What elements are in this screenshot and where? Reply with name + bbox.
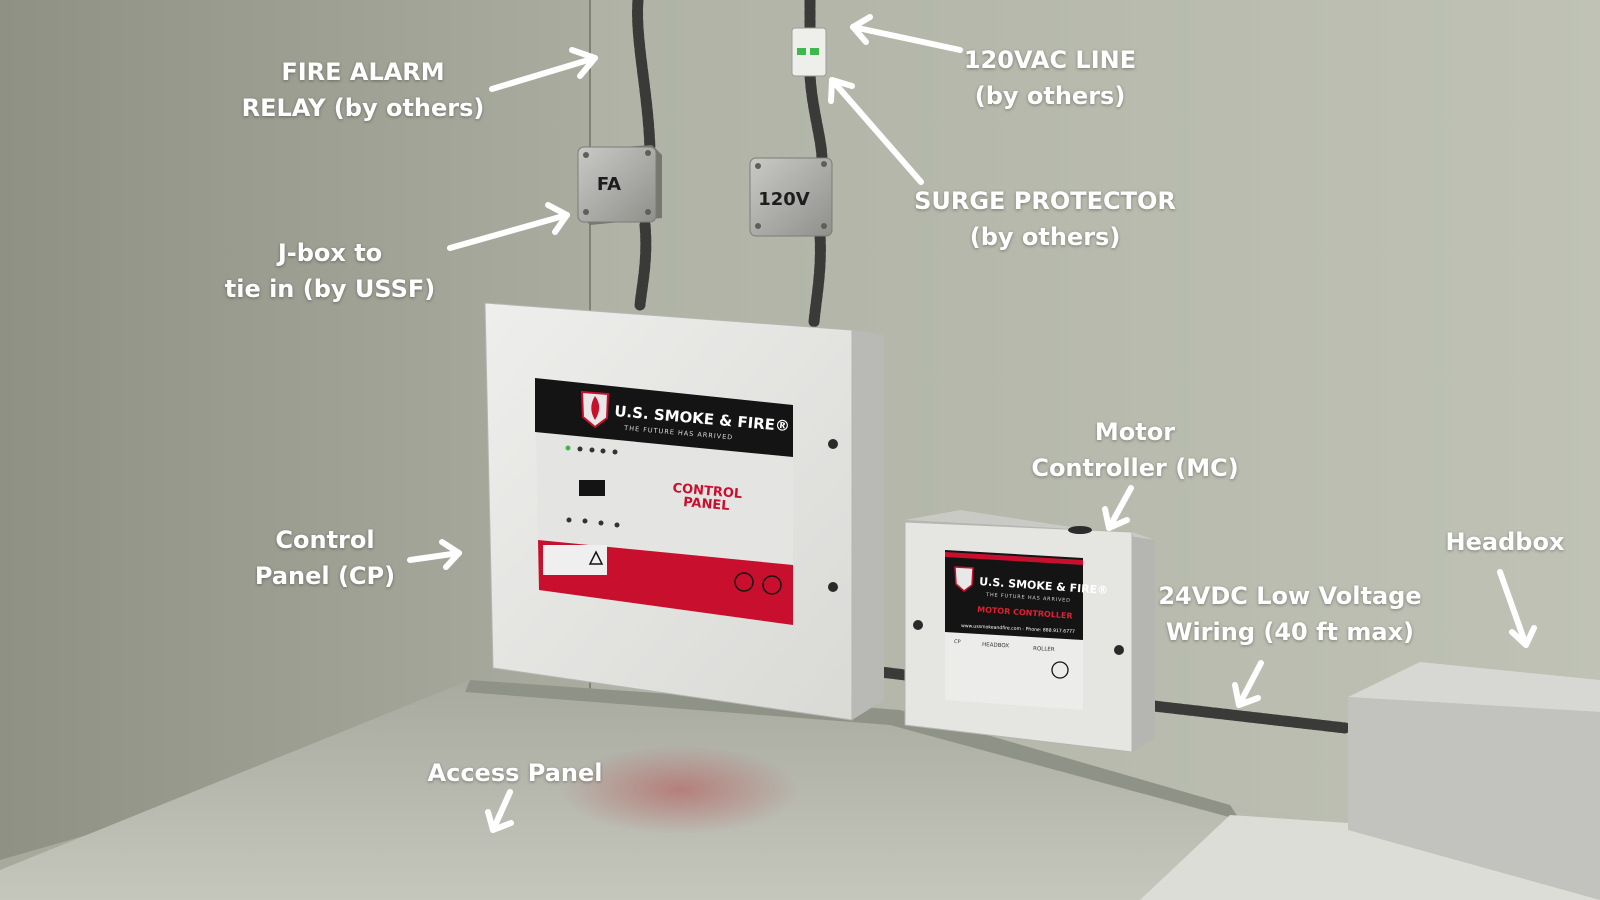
headbox-front — [1348, 697, 1600, 900]
fa-conduit-upper — [632, 0, 656, 156]
cp-title-line1: CONTROL — [672, 481, 743, 502]
label-120vac-line: 120VAC LINE (by others) — [963, 46, 1137, 110]
mc-screw-left — [913, 620, 923, 630]
cp-indicator-leds — [565, 445, 620, 528]
arrow-headbox — [1497, 569, 1537, 648]
cp-cert-badge-2 — [762, 575, 782, 595]
cp-side — [852, 330, 884, 720]
arrow-120vac — [850, 14, 963, 53]
mc-tagline: THE FUTURE HAS ARRIVED — [985, 592, 1071, 604]
cp-warning-triangle — [588, 550, 604, 565]
label-headbox: Headbox — [1445, 528, 1565, 556]
label-motor-controller: Motor Controller (MC) — [1031, 418, 1239, 482]
label-surge-protector: SURGE PROTECTOR (by others) — [914, 187, 1176, 251]
fa-jbox-text: FA — [597, 174, 621, 195]
cp-screw-bottom — [828, 582, 838, 592]
arrow-motor-controller — [1102, 485, 1134, 531]
arrow-access-panel — [485, 789, 514, 833]
mc-screw-right — [1114, 645, 1124, 655]
headbox — [1348, 662, 1600, 900]
cp-display — [579, 480, 605, 496]
fa-conduit-lower — [634, 219, 652, 311]
v120-conduit-lower — [808, 229, 826, 328]
label-low-voltage-wiring: 24VDC Low Voltage Wiring (40 ft max) — [1158, 582, 1422, 646]
arrow-fire-alarm — [489, 47, 598, 92]
cp-screw-top — [828, 439, 838, 449]
cp-title-line2: PANEL — [683, 495, 731, 514]
left-wall — [0, 0, 590, 860]
fa-jbox: FA — [577, 145, 662, 225]
v120-conduit-mid — [804, 69, 828, 166]
arrow-low-voltage — [1232, 660, 1264, 708]
mc-cp-text: CP — [954, 639, 961, 645]
label-control-panel: Control Panel (CP) — [254, 526, 396, 590]
arrow-jbox — [447, 202, 570, 251]
cp-warning-label — [543, 545, 607, 575]
mc-shield-logo — [954, 566, 974, 592]
callout-arrows — [407, 14, 1537, 833]
v120-jbox: 120V — [749, 157, 833, 237]
mc-knockout-hole — [1068, 526, 1092, 534]
mc-side — [1132, 532, 1155, 752]
mc-label-redline — [945, 552, 1083, 565]
label-access-panel: Access Panel — [427, 759, 603, 787]
mc-site: www.ussmokeandfire.com - Phone: 888.917.… — [961, 623, 1075, 635]
cp-flame — [591, 396, 600, 420]
mc-roller-text: ROLLER — [1033, 646, 1055, 653]
mc-cert-badge — [1051, 661, 1069, 679]
label-jbox: J-box to tie in (by USSF) — [224, 239, 436, 303]
arrow-control-panel — [407, 539, 462, 570]
mc-label-black — [945, 550, 1083, 640]
conduits — [632, 0, 1351, 734]
cp-cert-badge-1 — [734, 572, 754, 592]
arrow-surge — [828, 77, 924, 185]
label-fire-alarm-relay: FIRE ALARM RELAY (by others) — [241, 58, 485, 122]
red-reflection — [560, 745, 800, 835]
motor-controller-enclosure: U.S. SMOKE & FIRE® THE FUTURE HAS ARRIVE… — [904, 510, 1155, 753]
low-voltage-conduit — [1139, 699, 1351, 734]
control-panel-enclosure: U.S. SMOKE & FIRE® THE FUTURE HAS ARRIVE… — [484, 302, 884, 721]
v120-jbox-text: 120V — [758, 189, 810, 210]
headbox-top — [1348, 662, 1600, 712]
surge-protector — [791, 27, 827, 77]
mc-headbox-text: HEADBOX — [982, 642, 1010, 649]
mc-top — [905, 510, 1155, 540]
